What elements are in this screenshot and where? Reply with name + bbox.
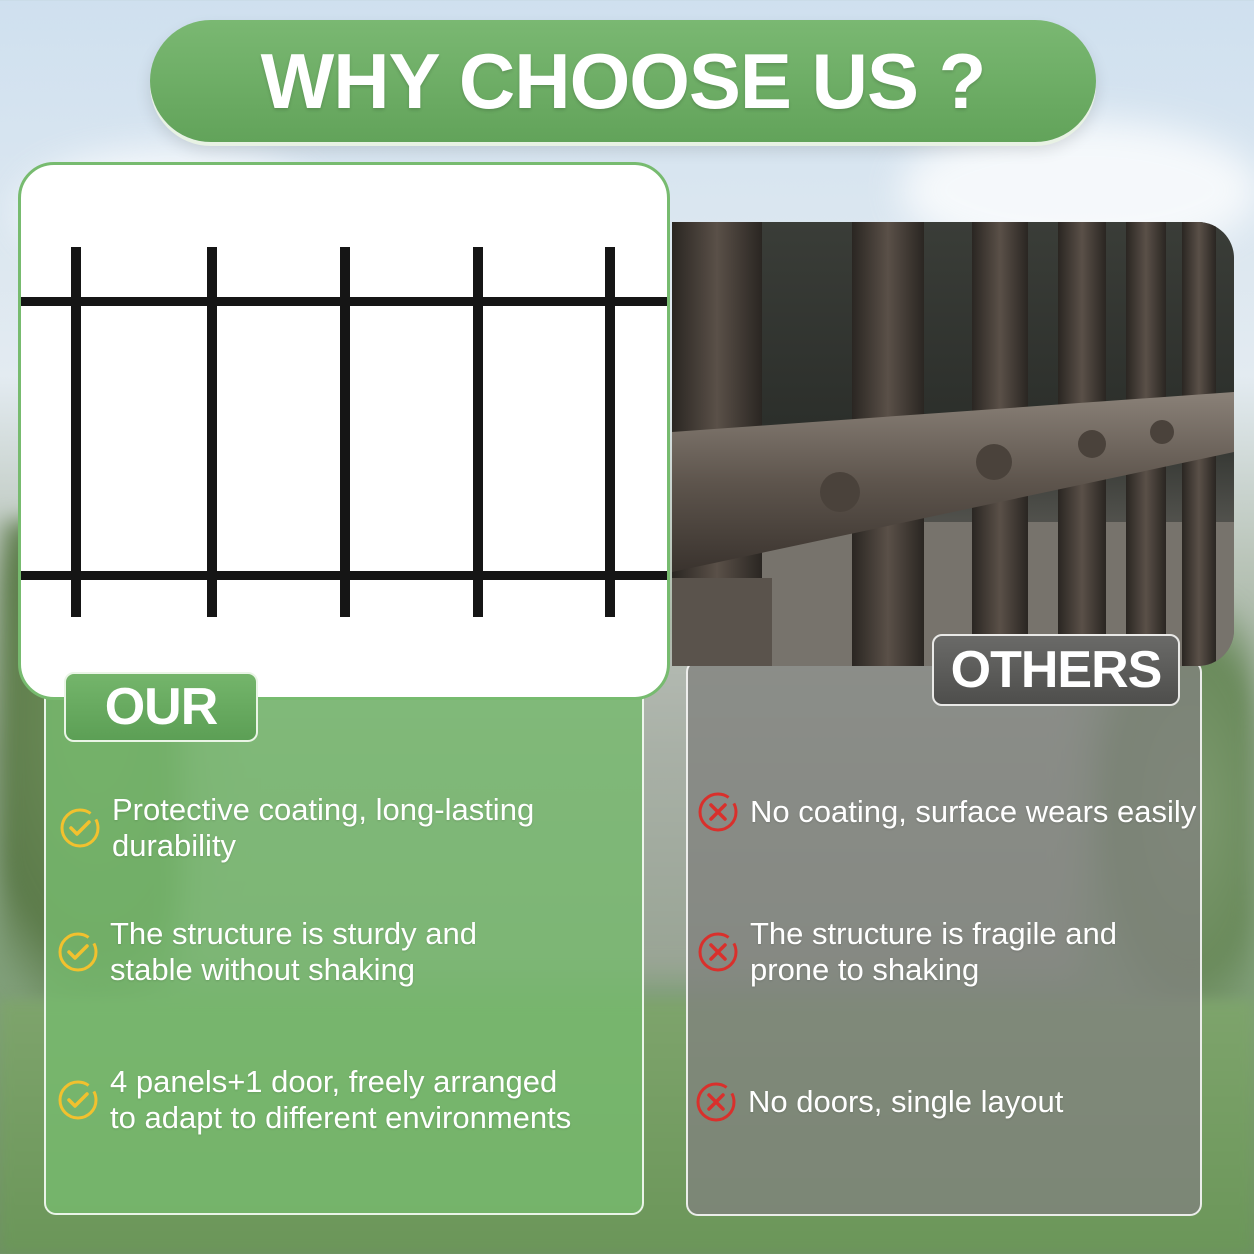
rivet xyxy=(820,472,860,512)
fence-post xyxy=(207,247,217,617)
feature-line: The structure is sturdy and xyxy=(110,916,477,951)
our-feature-item: 4 panels+1 door, freely arranged to adap… xyxy=(56,1064,571,1136)
x-circle-icon xyxy=(696,1082,736,1122)
others-feature-item: No coating, surface wears easily xyxy=(696,790,1196,834)
our-features-panel xyxy=(44,650,644,1215)
feature-line: The structure is fragile and xyxy=(750,916,1118,951)
others-rusty-fence-image xyxy=(672,222,1234,666)
rusty-fence-drawing xyxy=(672,222,1234,666)
fence-post xyxy=(71,247,81,617)
feature-line: 4 panels+1 door, freely arranged xyxy=(110,1064,558,1099)
others-badge: OTHERS xyxy=(932,634,1180,706)
rusty-post-lower xyxy=(672,578,772,666)
feature-line: No doors, single layout xyxy=(748,1084,1064,1119)
fence-post xyxy=(605,247,615,617)
rivet xyxy=(1150,420,1174,444)
x-circle-icon xyxy=(698,932,738,972)
our-fence-image xyxy=(18,162,670,700)
check-circle-icon xyxy=(58,932,98,972)
feature-line: durability xyxy=(112,828,237,863)
others-feature-item: No doors, single layout xyxy=(694,1080,1063,1124)
fence-drawing xyxy=(21,247,667,617)
x-circle-icon xyxy=(698,792,738,832)
fence-post xyxy=(340,247,350,617)
our-badge-label: OUR xyxy=(104,678,219,736)
rivet xyxy=(1078,430,1106,458)
others-badge-label: OTHERS xyxy=(950,641,1163,699)
feature-line: to adapt to different environments xyxy=(110,1100,572,1135)
our-badge: OUR xyxy=(64,672,258,742)
feature-line: prone to shaking xyxy=(750,952,980,987)
header-banner: WHY CHOOSE US ? xyxy=(150,20,1096,142)
page-title: WHY CHOOSE US ? xyxy=(260,36,987,125)
others-features-panel xyxy=(686,660,1202,1216)
feature-line: stable without shaking xyxy=(110,952,416,987)
fence-post xyxy=(473,247,483,617)
check-circle-icon xyxy=(60,808,100,848)
our-feature-item: Protective coating, long-lasting durabil… xyxy=(58,792,534,864)
feature-line: No coating, surface wears easily xyxy=(750,794,1197,829)
feature-line: Protective coating, long-lasting xyxy=(112,792,535,827)
rivet xyxy=(976,444,1012,480)
others-feature-item: The structure is fragile and prone to sh… xyxy=(696,916,1117,988)
check-circle-icon xyxy=(58,1080,98,1120)
our-feature-item: The structure is sturdy and stable witho… xyxy=(56,916,477,988)
